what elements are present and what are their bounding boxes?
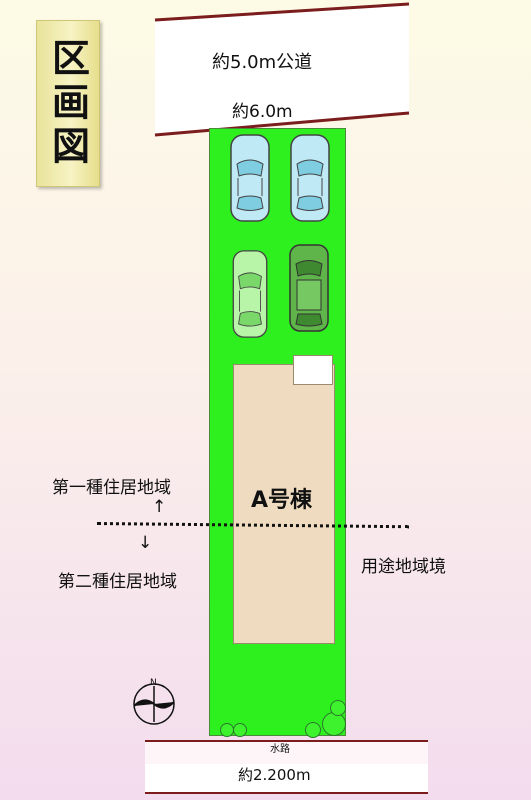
down-arrow-icon: ↓ [138,533,153,553]
tree-icon [220,723,234,737]
porch-box [293,355,333,385]
zone-upper-label: 第一種住居地域 [52,478,171,498]
compass-letter: N [150,678,157,688]
page-title: 区画図 [45,37,91,170]
tree-icon [233,723,247,737]
frontage-label: 約6.0m [232,102,293,122]
parked-car-3 [232,250,268,338]
zone-boundary-label: 用途地域境 [361,557,446,577]
title-box: 区画図 [36,20,100,187]
parked-car-1 [230,134,270,222]
tree-icon [322,712,346,736]
bottom-road [145,764,428,794]
road-width-label: 約5.0m公道 [212,52,313,73]
bottom-width-label: 約2.200m [238,766,311,784]
parked-car-2 [290,134,330,222]
tree-icon [305,722,321,738]
north-compass-icon: N [133,678,175,725]
zone-lower-label: 第二種住居地域 [58,572,177,592]
up-arrow-icon: ↑ [152,497,167,517]
tree-icon [330,700,346,716]
waterway-label: 水路 [270,744,290,755]
building-label: A号棟 [251,488,313,513]
house-footprint [233,364,335,644]
parked-car-4 [289,244,329,332]
